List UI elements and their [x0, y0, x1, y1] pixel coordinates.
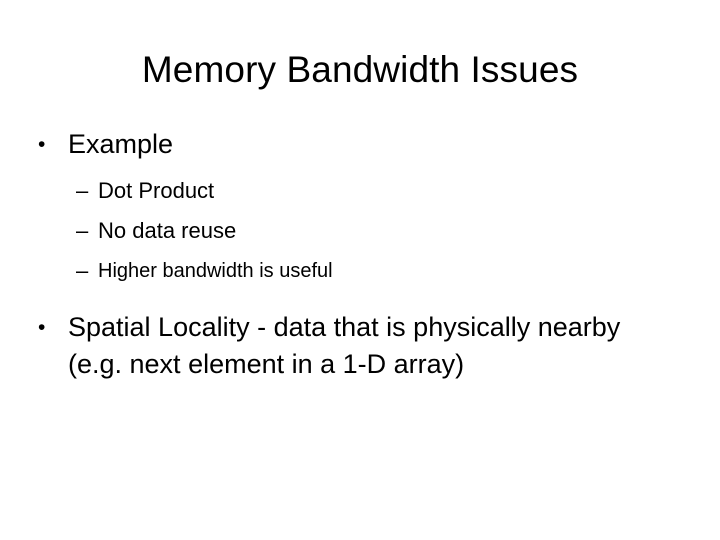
page-title: Memory Bandwidth Issues	[141, 49, 579, 90]
list-item: • Example	[0, 126, 720, 163]
bullet-dash-icon: –	[76, 178, 89, 203]
sub-list-item-label: Higher bandwidth is useful	[98, 260, 333, 282]
sub-list-item: – Dot Product	[0, 171, 720, 211]
bullet-dot-icon: •	[38, 316, 46, 339]
bullet-dash-icon: –	[76, 218, 89, 243]
sub-list: – Dot Product – No data reuse – Higher b…	[0, 171, 720, 291]
sub-list-item-label: Dot Product	[98, 178, 215, 203]
sub-list-item: – No data reuse	[0, 211, 720, 251]
sub-list-item-label: No data reuse	[98, 218, 237, 243]
list-item-label: Spatial Locality - data that is physical…	[68, 312, 621, 379]
list-item-label: Example	[68, 129, 174, 159]
slide-body: • Example – Dot Product – No data reuse …	[0, 126, 720, 383]
sub-list-item: – Higher bandwidth is useful	[0, 251, 720, 291]
bullet-dot-icon: •	[38, 133, 46, 156]
bullet-dash-icon: –	[76, 258, 89, 283]
list-item: • Spatial Locality - data that is physic…	[0, 309, 720, 383]
